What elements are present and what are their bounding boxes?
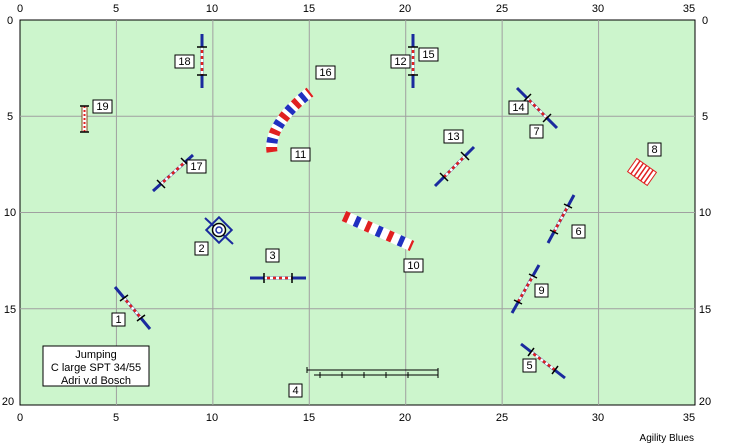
obstacle-number: 18: [178, 56, 190, 68]
x-tick-bottom: 5: [113, 412, 119, 424]
x-tick-bottom: 35: [683, 412, 695, 424]
info-category: C large SPT 34/55: [51, 362, 141, 374]
jump-5[interactable]: [520, 342, 566, 380]
obstacle-number: 13: [447, 131, 459, 143]
obstacle-label-box: [288, 383, 303, 398]
obstacle-label-box: [534, 283, 549, 298]
obstacle-label-box: [418, 47, 439, 62]
obstacle-number: 3: [269, 250, 275, 262]
x-tick-top: 35: [683, 3, 695, 15]
x-tick-bottom: 30: [592, 412, 604, 424]
info-class: Jumping: [75, 349, 117, 361]
obstacle-label-box: [194, 241, 209, 256]
obstacle-number: 7: [533, 126, 539, 138]
x-axis-top: 0 5 10 15 20 25 30 35: [17, 3, 695, 15]
y-tick-right: 10: [699, 207, 711, 219]
obstacle-label-box: [111, 312, 126, 327]
obstacle-number: 9: [538, 285, 544, 297]
obstacle-label-box: [508, 100, 529, 115]
tunnel-10[interactable]: [341, 210, 415, 252]
jump-1[interactable]: [113, 286, 152, 330]
y-axis-left: 0 5 10 15 20: [2, 15, 16, 408]
x-tick-top: 0: [17, 3, 23, 15]
obstacle-label-box: [522, 358, 537, 373]
obstacle-label-box: [92, 99, 113, 114]
x-tick-top: 5: [113, 3, 119, 15]
y-tick-left: 15: [4, 304, 16, 316]
obstacle-number: 14: [512, 102, 524, 114]
obstacle-number: 2: [198, 243, 204, 255]
obstacle-label-box: [174, 54, 195, 69]
x-tick-bottom: 10: [206, 412, 218, 424]
obstacle-label-box: [647, 142, 662, 157]
x-tick-bottom: 25: [496, 412, 508, 424]
obstacle-label-box: [571, 224, 586, 239]
y-tick-left: 20: [2, 396, 14, 408]
jump-18[interactable]: [197, 34, 207, 88]
obstacle-number: 8: [651, 144, 657, 156]
course-info-box: Jumping C large SPT 34/55 Adri v.d Bosch: [42, 345, 150, 387]
x-tick-top: 10: [206, 3, 218, 15]
obstacle-number: 10: [407, 260, 419, 272]
obstacle-label-box: [529, 124, 544, 139]
obstacle-label-box: [290, 147, 311, 162]
y-axis-right: 0 5 10 15 20: [699, 15, 711, 408]
info-judge: Adri v.d Bosch: [61, 375, 131, 387]
obstacle-number: 6: [575, 226, 581, 238]
obstacle-number: 12: [394, 56, 406, 68]
y-tick-right: 5: [702, 111, 708, 123]
obstacle-number: 5: [526, 360, 532, 372]
x-tick-top: 30: [592, 3, 604, 15]
y-tick-left: 0: [7, 15, 13, 27]
y-tick-left: 5: [7, 111, 13, 123]
obstacle-number: 15: [422, 49, 434, 61]
x-axis-bottom: 0 5 10 15 20 25 30 35: [17, 412, 695, 424]
tire-2[interactable]: [204, 215, 234, 245]
jump-6[interactable]: [546, 194, 576, 244]
jump-3[interactable]: [250, 273, 306, 283]
y-tick-right: 0: [702, 15, 708, 27]
obstacle-number: 4: [292, 385, 298, 397]
obstacle-label-box: [403, 258, 424, 273]
obstacle-number: 1: [115, 314, 121, 326]
obstacle-number: 19: [96, 101, 108, 113]
x-tick-bottom: 0: [17, 412, 23, 424]
jump-13[interactable]: [433, 145, 476, 188]
obstacle-label-box: [186, 159, 207, 174]
x-tick-bottom: 20: [399, 412, 411, 424]
tunnel-11-16[interactable]: [266, 87, 314, 153]
obstacle-label-box: [443, 129, 464, 144]
obstacle-number: 11: [295, 149, 306, 161]
jump-17[interactable]: [151, 153, 195, 193]
obstacle-number: 16: [319, 67, 331, 79]
obstacle-label-box: [390, 54, 411, 69]
wall-19[interactable]: [80, 105, 89, 133]
x-tick-bottom: 15: [303, 412, 315, 424]
credit-text: Agility Blues: [640, 433, 694, 444]
x-tick-top: 25: [496, 3, 508, 15]
y-tick-right: 20: [699, 396, 711, 408]
y-tick-left: 10: [4, 207, 16, 219]
obstacle-label-box: [315, 65, 336, 80]
wall-8[interactable]: [626, 157, 658, 187]
obstacle-number: 17: [190, 161, 202, 173]
x-tick-top: 20: [399, 3, 411, 15]
long-jump-4[interactable]: [306, 367, 439, 378]
jump-9[interactable]: [510, 264, 541, 314]
x-tick-top: 15: [303, 3, 315, 15]
jump-12-15[interactable]: [408, 34, 418, 88]
obstacle-label-box: [265, 248, 280, 263]
y-tick-right: 15: [699, 304, 711, 316]
